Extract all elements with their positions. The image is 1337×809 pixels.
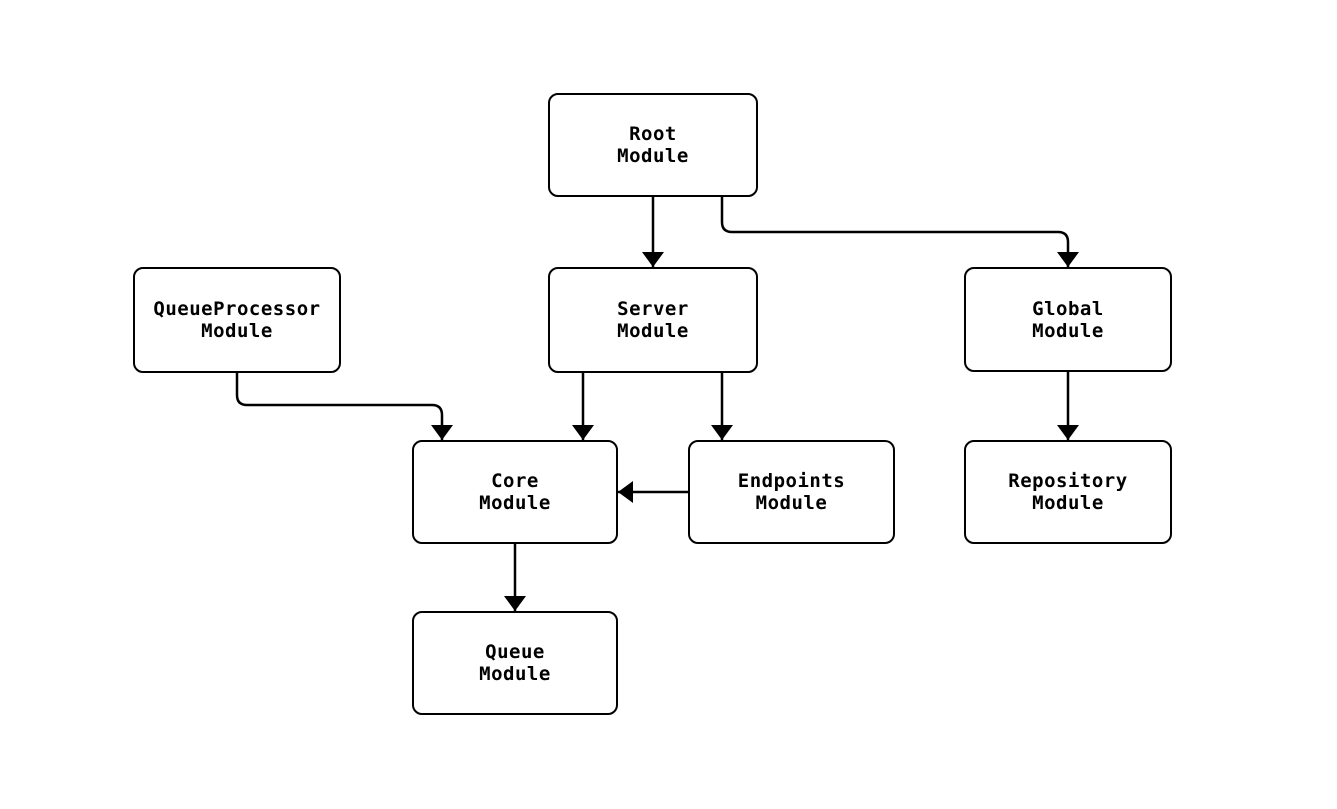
node-label-line: Core bbox=[491, 470, 539, 492]
node-label-line: Server bbox=[617, 298, 689, 320]
node-label-line: Module bbox=[1032, 319, 1104, 342]
node-label-line: Module bbox=[617, 145, 689, 167]
node-label-line: QueueProcessor bbox=[153, 298, 321, 320]
node-label-line: Root bbox=[629, 123, 677, 145]
node-label-line: Queue bbox=[485, 641, 545, 663]
node-label-line: Global bbox=[1032, 297, 1104, 320]
node-label-line: Module bbox=[201, 320, 273, 342]
node-label-line: Module bbox=[617, 320, 689, 342]
node-label-line: Module bbox=[479, 663, 551, 685]
node-label-line: Repository bbox=[1008, 470, 1128, 492]
node-label-line: Module bbox=[755, 492, 828, 514]
edges-group bbox=[235, 197, 1079, 611]
node-label-line: Endpoints bbox=[737, 470, 846, 492]
edge-root-to-global bbox=[720, 197, 1079, 267]
node-label-line: Module bbox=[479, 492, 551, 514]
node-label-line: Module bbox=[1032, 492, 1104, 514]
edge-queueprocessor-to-core bbox=[235, 373, 453, 440]
